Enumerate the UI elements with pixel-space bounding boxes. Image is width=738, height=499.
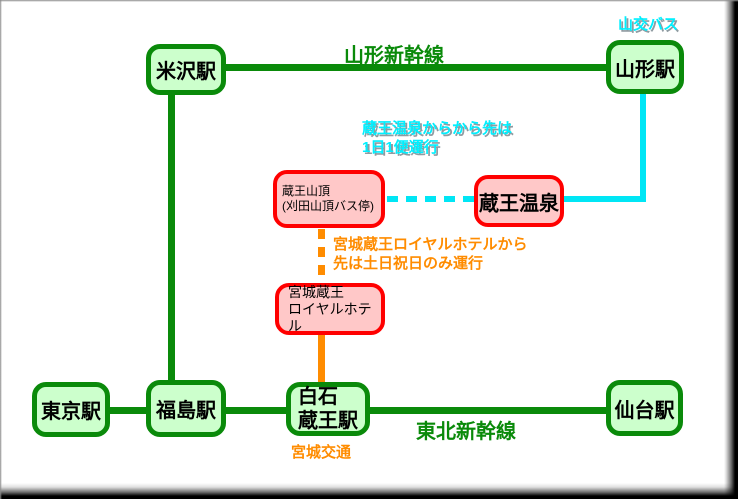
station-yamagata: 山形駅 [606,40,684,94]
yamagata-shinkansen-label: 山形新幹線 [344,45,444,67]
yamako-bus-dashed-line [387,196,474,202]
tohoku-shinkansen-line-fukushima-shiroishi [226,407,286,414]
yamako-bus-label: 山交バス [618,16,679,33]
bus-stop-zao-onsen: 蔵王温泉 [474,175,564,227]
miyagi-kotsu-dashed-line [318,229,325,283]
yamako-bus-line-vertical [640,94,646,202]
bus-stop-miyagi-zao-royal-hotel: 宮城蔵王 ロイヤルホテル [275,283,385,335]
yamako-bus-line-horizontal [564,196,646,202]
yonezawa-fukushima-line [168,95,175,380]
miyagi-kotsu-label: 宮城交通 [291,444,352,461]
station-tokyo: 東京駅 [32,382,110,437]
station-sendai: 仙台駅 [606,380,683,436]
tohoku-shinkansen-label: 東北新幹線 [416,421,516,443]
royal-hotel-service-note: 宮城蔵王ロイヤルホテルから 先は土日祝日のみ運行 [333,236,528,272]
zao-onsen-service-note: 蔵王温泉からから先は 1日1便運行 [362,120,513,156]
station-fukushima: 福島駅 [146,380,226,437]
bus-stop-zao-sancho: 蔵王山頂 (刈田山頂バス停) [273,170,385,228]
station-yonezawa: 米沢駅 [146,44,226,95]
station-shiroishi-zao: 白石 蔵王駅 [286,382,370,436]
miyagi-kotsu-line [318,335,325,382]
tohoku-shinkansen-line-shiroishi-sendai [370,407,606,414]
tohoku-shinkansen-line-tokyo-fukushima [110,407,146,414]
